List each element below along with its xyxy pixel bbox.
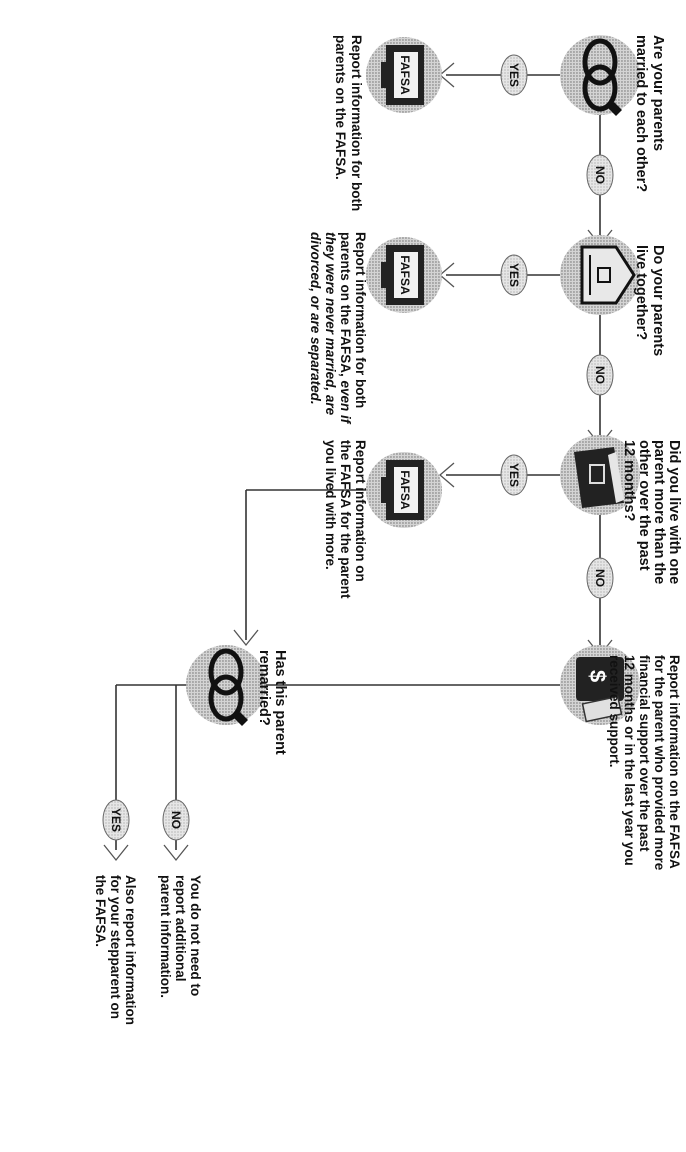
svg-text:YES: YES: [507, 263, 521, 287]
question-lived-with-one: Did you live with one parent more than t…: [621, 440, 682, 588]
badge-yes: YES: [500, 54, 528, 96]
fafsa-label: FAFSA: [398, 255, 412, 295]
badge-yes: YES: [500, 454, 528, 496]
money-wallet-icon: $: [560, 645, 640, 725]
question-married: Are your parents married to each other?: [633, 35, 666, 192]
badge-no: NO: [586, 154, 614, 196]
svg-text:NO: NO: [593, 569, 607, 587]
svg-text:NO: NO: [169, 811, 183, 829]
result-both-parents: Report information for both parents on t…: [333, 35, 364, 215]
badge-no: NO: [162, 799, 190, 841]
svg-text:$: $: [585, 670, 610, 682]
result-parent-lived-with: Report information on the FAFSA for the …: [323, 440, 368, 602]
badge-no: NO: [586, 557, 614, 599]
question-remarried: Has this parent remarried?: [256, 650, 288, 759]
wedding-rings-icon: [186, 645, 266, 726]
badge-no: NO: [586, 354, 614, 396]
arrowhead-r5: [163, 844, 189, 862]
wedding-rings-icon: [560, 35, 640, 116]
result-financial-support: Report information on the FAFSA for the …: [607, 655, 682, 874]
result-both-parents-even-if: Report information for both parents on t…: [308, 232, 368, 427]
fafsa-monitor-icon: FAFSA: [366, 237, 442, 313]
svg-text:NO: NO: [593, 166, 607, 184]
badge-yes: YES: [102, 799, 130, 841]
svg-text:YES: YES: [507, 63, 521, 87]
fafsa-monitor-icon: FAFSA: [366, 37, 442, 113]
question-live-together: Do your parents live together?: [633, 245, 666, 360]
fafsa-label: FAFSA: [398, 55, 412, 95]
badge-yes: YES: [500, 254, 528, 296]
house-icon: [560, 235, 640, 315]
arrowhead-r6: [103, 844, 129, 862]
result-no-additional-info: You do not need to report additional par…: [158, 875, 203, 1000]
arrowhead-q4b: [233, 629, 259, 647]
svg-text:YES: YES: [109, 808, 123, 832]
fafsa-monitor-icon: FAFSA: [366, 452, 442, 528]
svg-text:NO: NO: [593, 366, 607, 384]
result-stepparent: Also report information for your steppar…: [93, 875, 138, 1029]
svg-text:YES: YES: [507, 463, 521, 487]
fafsa-label: FAFSA: [398, 470, 412, 510]
arrowhead-r3: [439, 462, 455, 488]
calendar-icon: [560, 435, 640, 515]
